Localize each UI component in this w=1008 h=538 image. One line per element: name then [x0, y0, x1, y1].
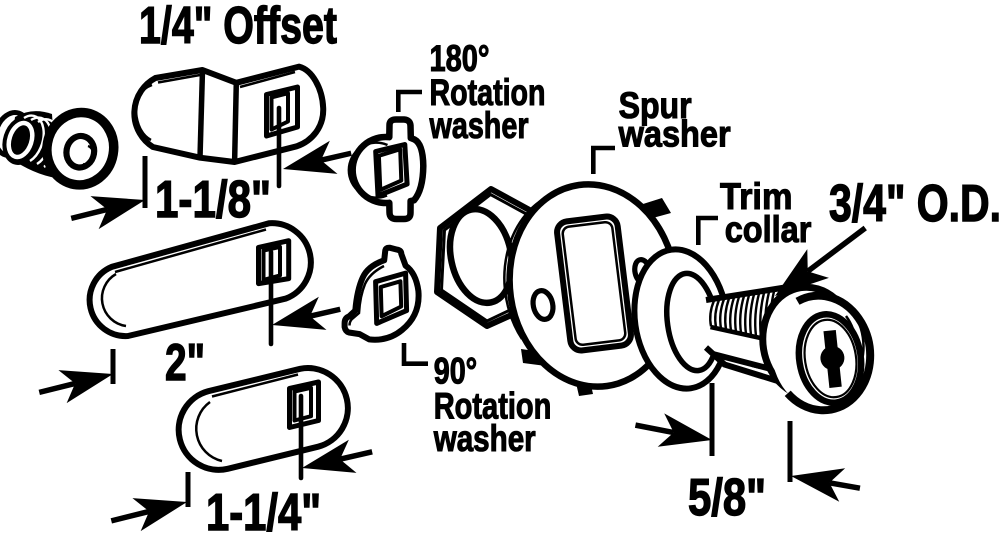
arrow-left — [283, 140, 352, 174]
offset-cam-square-hole — [264, 84, 300, 139]
washer-90-part — [341, 244, 422, 343]
arrow-right — [634, 413, 712, 447]
label-spur-line2: washer — [618, 113, 731, 154]
leader-lines — [268, 89, 718, 481]
arrow-od — [775, 225, 867, 296]
arrow-right — [110, 498, 187, 532]
dim-two-inch-cam: 2" — [165, 334, 205, 392]
label-od: 3/4" O.D. — [829, 175, 1001, 233]
label-90-line1: 90° — [434, 350, 478, 391]
one-quarter-cam-square-hole — [287, 379, 321, 430]
arrow-right — [70, 196, 145, 230]
title-offset: 1/4" Offset — [139, 0, 337, 55]
label-180-line3: washer — [429, 105, 529, 146]
keyway — [820, 329, 845, 388]
washer-90-square-hole — [373, 270, 410, 326]
dimension-arrows — [38, 140, 867, 532]
label-spur-line1: Spur — [619, 85, 692, 126]
washer-180-part — [347, 116, 427, 223]
one-quarter-cam-part — [175, 365, 351, 473]
arrow-left — [302, 439, 373, 473]
label-trim-line1: Trim — [720, 176, 793, 217]
offset-cam-part — [131, 63, 327, 165]
lock-cylinder-part — [703, 283, 875, 415]
cylinder-face — [759, 283, 875, 415]
label-trim-line2: collar — [725, 209, 812, 250]
dim-offset-cam: 1-1/8" — [155, 171, 271, 229]
dim-cylinder: 5/8" — [688, 469, 766, 527]
labels: 1/4" Offset 1-1/8" 2" 1-1/4" 5/8" 3/4" O… — [138, 0, 1001, 538]
dimension-ticks — [110, 156, 793, 507]
arrow-left — [272, 296, 341, 330]
label-180-line2: Rotation — [430, 72, 546, 113]
label-180-line1: 180° — [430, 38, 490, 79]
arrow-left — [791, 468, 861, 502]
dim-one-quarter-cam: 1-1/4" — [206, 484, 321, 538]
two-inch-cam-square-hole — [256, 238, 292, 287]
label-90-line3: washer — [433, 418, 536, 459]
label-90-line2: Rotation — [434, 386, 552, 427]
washer-180-square-hole — [373, 142, 410, 199]
arrow-right — [38, 370, 113, 404]
knob-part — [0, 107, 119, 190]
two-inch-cam-part — [86, 220, 314, 340]
